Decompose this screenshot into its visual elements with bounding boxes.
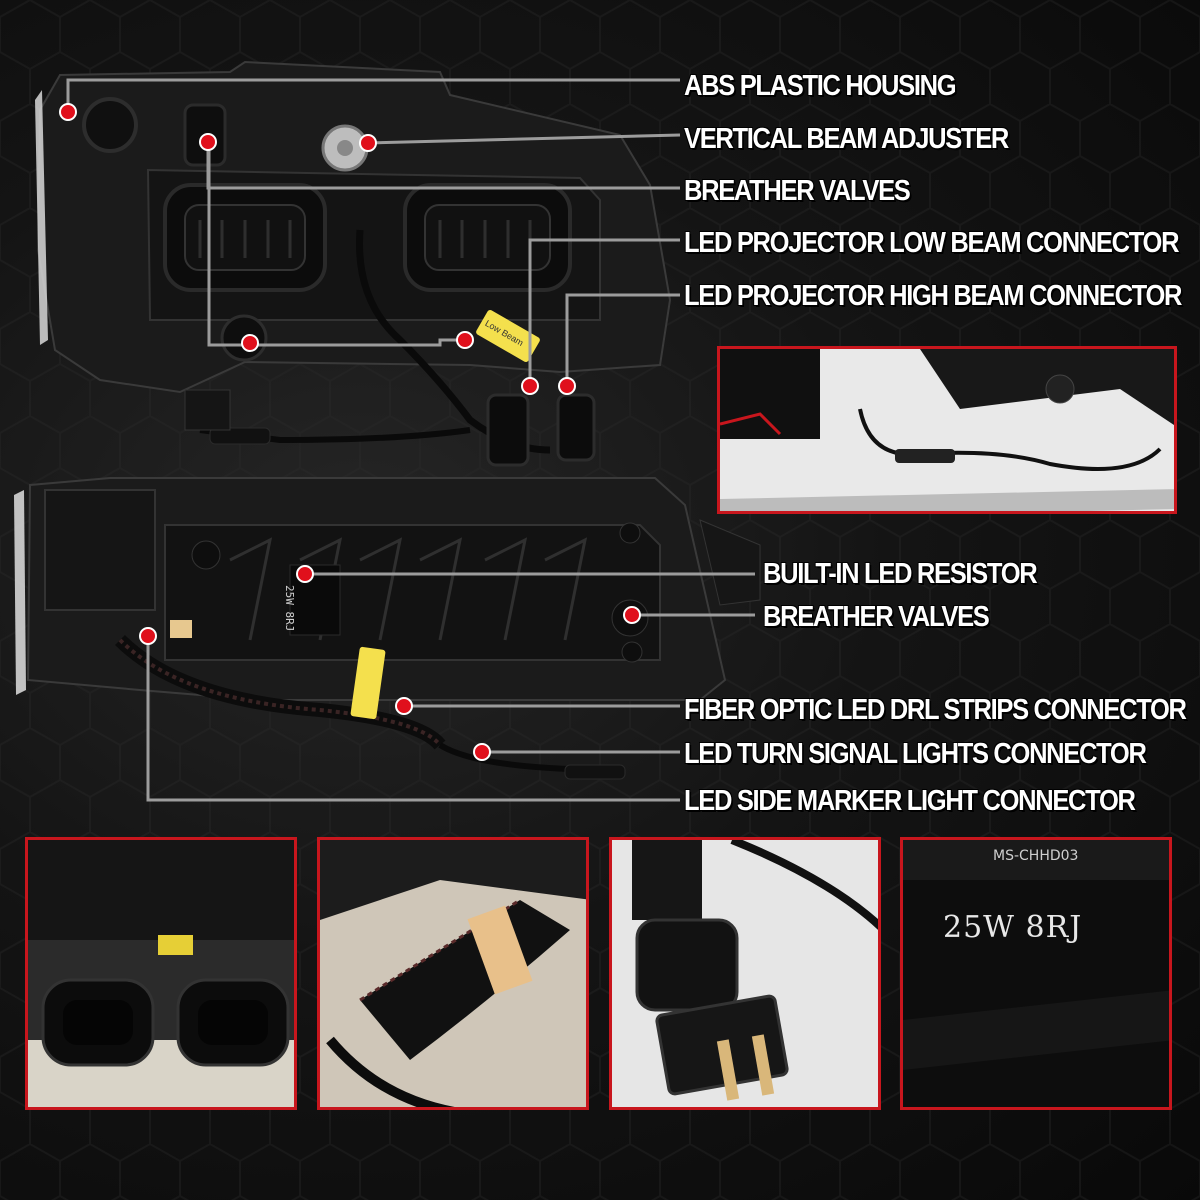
label-beam-adjuster: VERTICAL BEAM ADJUSTER xyxy=(684,123,1009,155)
resistor-model-text: MS-CHHD03 xyxy=(993,848,1079,864)
resistor-marking-text: 25W 8RJ xyxy=(943,910,1083,945)
label-led-resistor: BUILT-IN LED RESISTOR xyxy=(763,558,1038,590)
label-turn-signal-connector: LED TURN SIGNAL LIGHTS CONNECTOR xyxy=(684,738,1147,770)
label-drl-connector: FIBER OPTIC LED DRL STRIPS CONNECTOR xyxy=(684,694,1187,726)
resistor-closeup-photo xyxy=(903,840,1169,1107)
inset-resistor-closeup: MS-CHHD03 25W 8RJ xyxy=(900,837,1172,1110)
inset-wiring-detail xyxy=(717,346,1177,514)
wiring-photo xyxy=(720,349,1174,511)
projector-connectors-photo xyxy=(28,840,294,1107)
label-breather-valves-bottom: BREATHER VALVES xyxy=(763,601,990,633)
label-low-beam-connector: LED PROJECTOR LOW BEAM CONNECTOR xyxy=(684,227,1180,259)
inset-harness-connector xyxy=(317,837,589,1110)
label-abs-housing: ABS PLASTIC HOUSING xyxy=(684,70,957,102)
label-side-marker-connector: LED SIDE MARKER LIGHT CONNECTOR xyxy=(684,785,1136,817)
label-breather-valves-top: BREATHER VALVES xyxy=(684,175,911,207)
turn-signal-plug-photo xyxy=(612,840,878,1107)
harness-connector-photo xyxy=(320,840,586,1107)
resistor-marking-small: 25W 8RJ xyxy=(283,585,296,632)
label-high-beam-connector: LED PROJECTOR HIGH BEAM CONNECTOR xyxy=(684,280,1182,312)
inset-turn-signal-plug xyxy=(609,837,881,1110)
inset-projector-connectors xyxy=(25,837,297,1110)
